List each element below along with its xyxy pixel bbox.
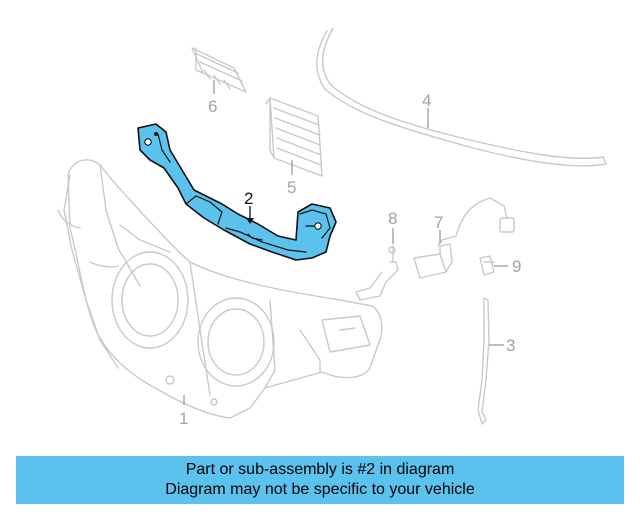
callout-6: 6 xyxy=(208,97,217,116)
part-8-sensor xyxy=(355,245,399,301)
banner-line-part: Part or sub-assembly is #2 in diagram xyxy=(185,461,455,478)
info-banner: Part or sub-assembly is #2 in diagram Di… xyxy=(16,456,624,504)
callout-4: 4 xyxy=(422,91,431,110)
part-4-hood-seal xyxy=(316,27,607,167)
callout-5: 5 xyxy=(287,178,296,197)
part-1-front-carrier xyxy=(57,159,383,419)
callout-8: 8 xyxy=(388,209,397,228)
callout-3: 3 xyxy=(506,336,515,355)
part-5-louver-panel xyxy=(265,97,323,177)
callout-7: 7 xyxy=(434,213,443,232)
leader-2-arrow xyxy=(246,218,254,224)
part-2-lock-carrier xyxy=(137,123,337,261)
banner-line-disclaimer: Diagram may not be specific to your vehi… xyxy=(165,481,475,498)
parts-diagram: 1 2 3 4 5 6 7 8 9 xyxy=(57,27,607,428)
callout-9: 9 xyxy=(512,257,521,276)
part-3-rod xyxy=(477,297,490,425)
part-6-grille-insert xyxy=(191,47,247,93)
callout-2: 2 xyxy=(244,189,253,208)
part-9-clip xyxy=(479,255,495,276)
callout-1: 1 xyxy=(179,409,188,428)
part-7-harness xyxy=(413,197,515,279)
